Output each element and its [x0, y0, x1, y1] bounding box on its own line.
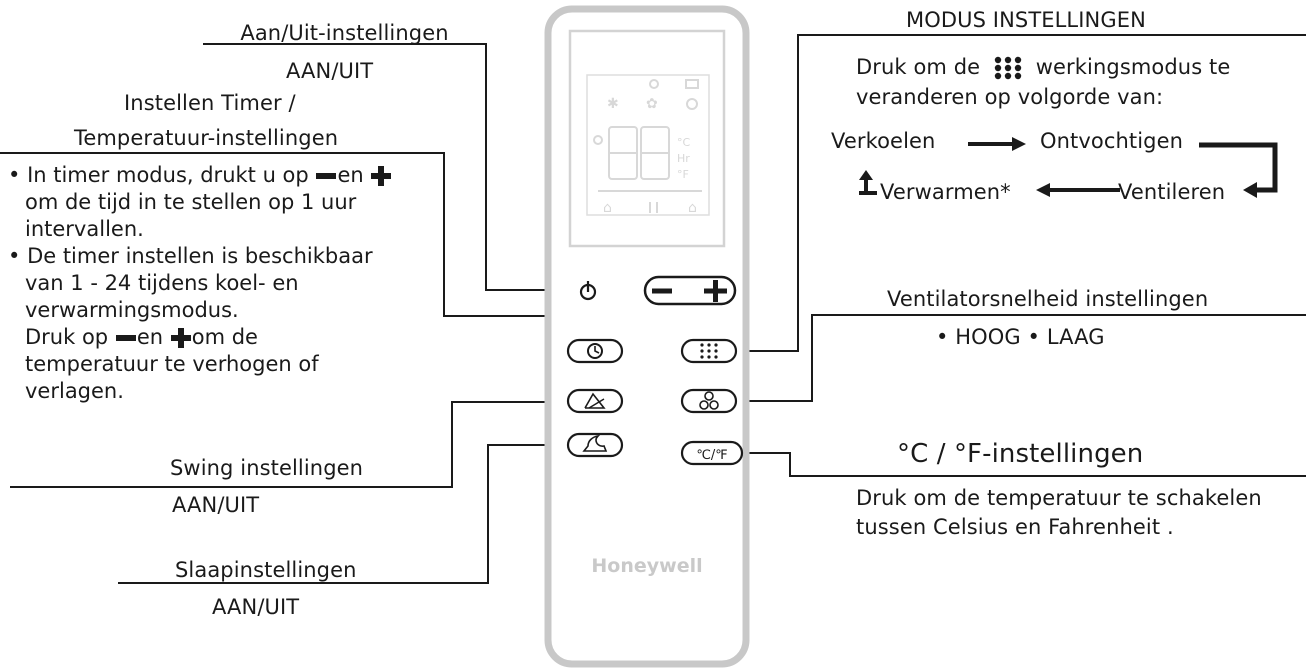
timer-desc-l4b: en [136, 325, 164, 349]
fan-title: Ventilatorsnelheid instellingen [887, 287, 1209, 311]
brand-logo: Honeywell [591, 555, 702, 577]
arrow-dry-to-fan [1199, 142, 1278, 193]
timer-button[interactable] [566, 338, 624, 364]
display-unit-f: °F [677, 168, 689, 181]
svg-text:✿: ✿ [646, 96, 658, 112]
timer-desc-l4a: Druk op [25, 325, 109, 349]
power-title: Aan/Uit-instellingen [240, 21, 449, 45]
fan-callout-line [736, 314, 1306, 402]
minus-icon [316, 173, 337, 179]
mode-dry: Ontvochtigen [1040, 129, 1184, 153]
sleep-title: Slaapinstellingen [175, 558, 357, 582]
plus-icon [371, 166, 392, 186]
display-unit-hr: Hr [677, 152, 690, 165]
unit-desc-1: Druk om de temperatuur te schakelen [856, 486, 1262, 510]
display-unit-c: °C [677, 136, 691, 149]
fan-sub: • HOOG • LAAG [936, 325, 1105, 349]
minus-icon [115, 335, 136, 341]
mode-desc-line1: Druk om de werkingsmodus te [856, 54, 1230, 81]
sleep-sub: AAN/UIT [212, 595, 300, 619]
timer-desc-b1l1a: In timer modus, drukt u op [27, 163, 309, 187]
timer-desc-l4c: om de [191, 325, 258, 349]
timer-desc-b1l2: om de tijd in te stellen op 1 uur [25, 190, 357, 214]
sleep-button[interactable] [566, 432, 624, 458]
unit-title: °C / °F-instellingen [897, 439, 1144, 469]
swing-title: Swing instellingen [170, 456, 364, 480]
timer-desc-b2l3: verwarmingsmodus. [25, 298, 239, 322]
power-sub: AAN/UIT [286, 59, 374, 83]
minus-plus-button[interactable] [643, 275, 737, 306]
mode-desc-1b: werkingsmodus te [1035, 55, 1231, 79]
mode-title: MODUS INSTELLINGEN [906, 8, 1146, 32]
timer-title-2: Temperatuur-instellingen [74, 126, 339, 150]
timer-desc-l6: verlagen. [25, 379, 124, 403]
timer-desc-b1l3: intervallen. [25, 217, 144, 241]
remote-body [544, 5, 750, 668]
unit-callout-line [742, 452, 1306, 477]
mode-cool: Verkoelen [831, 129, 936, 153]
unit-desc-2: tussen Celsius en Fahrenheit . [856, 515, 1174, 539]
timer-desc-b1l1b: en [337, 163, 364, 187]
timer-desc-b2l2: van 1 - 24 tijdens koel- en [25, 271, 299, 295]
swing-button[interactable] [566, 388, 624, 414]
power-callout-line [203, 43, 568, 291]
mode-fan: Ventileren [1118, 180, 1226, 204]
mode-grid-icon [994, 56, 1022, 80]
svg-text:⌂: ⌂ [688, 200, 697, 216]
sleep-callout-line [118, 444, 566, 584]
timer-desc-l5: temperatuur te verhogen of [25, 352, 319, 376]
battery-icon [685, 79, 699, 89]
unit-button-label: ℃/℉ [696, 448, 727, 463]
mode-heat: Verwarmen* [880, 180, 1011, 204]
mode-callout-line [736, 34, 1306, 352]
mode-button[interactable] [680, 338, 738, 364]
timer-description: • In timer modus, drukt u op en om de ti… [8, 162, 392, 405]
timer-desc-b2l1: De timer instellen is beschikbaar [27, 244, 373, 268]
svg-text:✱: ✱ [607, 96, 619, 112]
mode-desc-1a: Druk om de [856, 55, 981, 79]
fan-speed-button[interactable] [680, 388, 738, 414]
sun-icon [649, 79, 659, 89]
display-panel [568, 29, 726, 248]
unit-button[interactable]: ℃/℉ [680, 440, 744, 466]
svg-text:⌂: ⌂ [603, 200, 612, 216]
power-button[interactable] [579, 281, 597, 301]
plus-icon [170, 328, 191, 348]
swing-sub: AAN/UIT [172, 493, 260, 517]
swing-callout-line [10, 401, 566, 488]
display-segments: ✱ ✿ ⌂ ⌂ [593, 79, 702, 216]
mode-desc-line2: veranderen op volgorde van: [856, 85, 1164, 109]
timer-title-1: Instellen Timer / [124, 91, 296, 115]
